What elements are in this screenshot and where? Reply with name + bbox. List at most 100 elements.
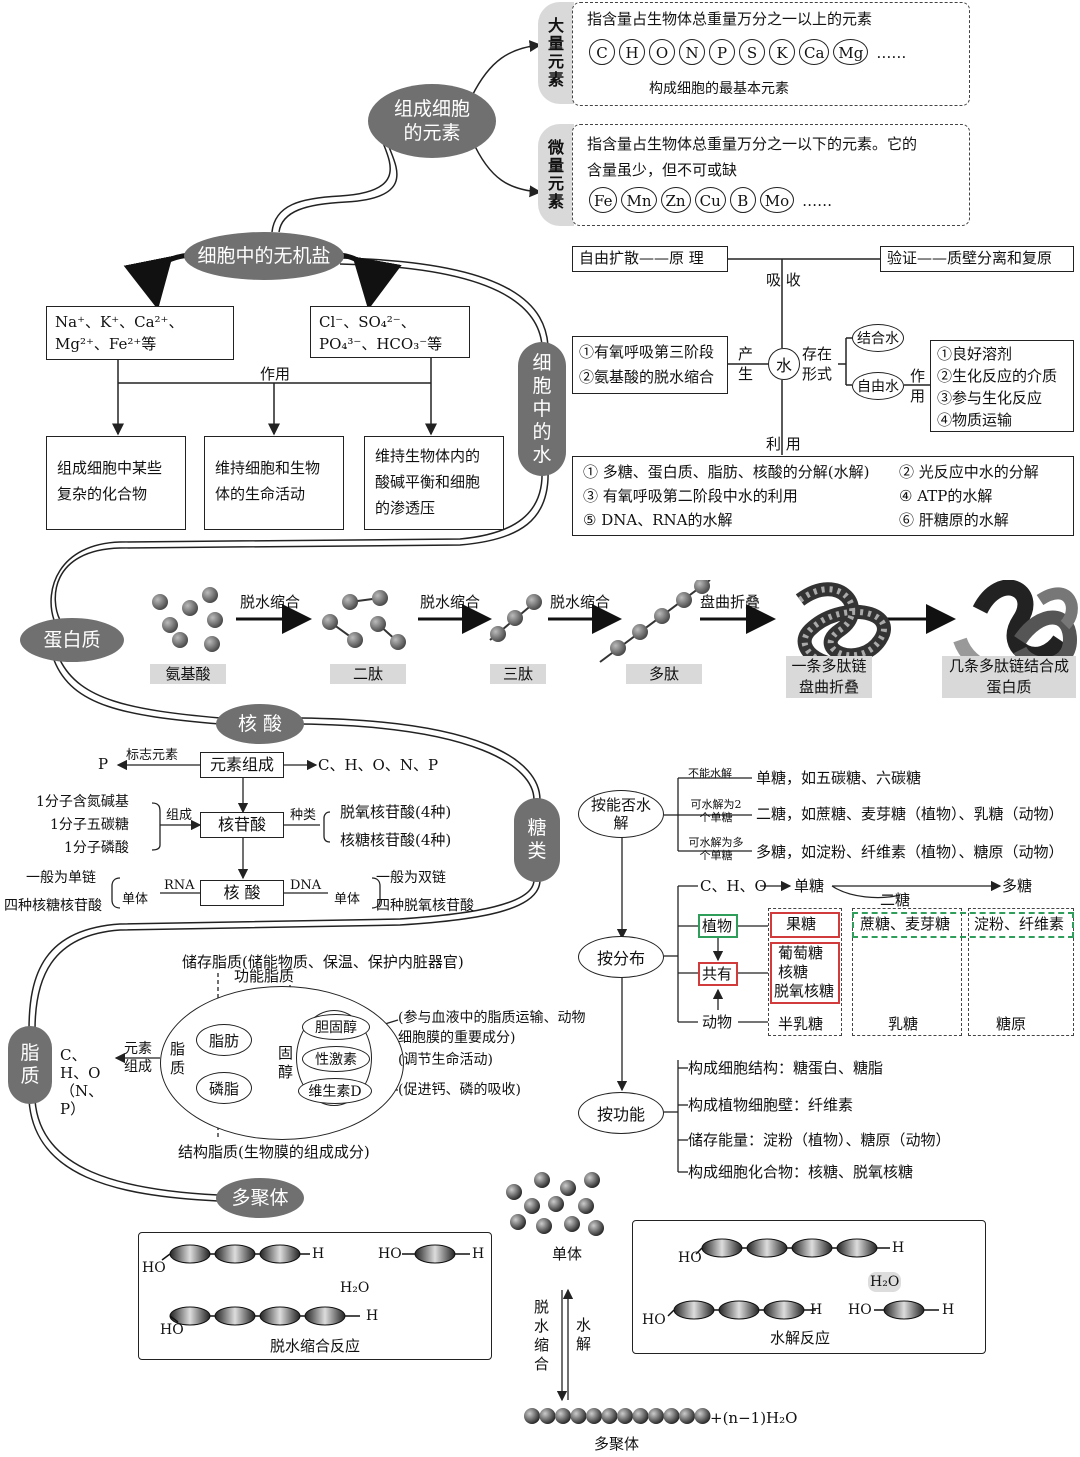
element-o: O [649, 39, 675, 65]
folded-chain [795, 582, 891, 672]
salt-role-label: 作用 [260, 365, 291, 383]
sugar-node: 糖类 [514, 798, 560, 882]
ho-5: HO [642, 1312, 666, 1328]
basic-element-note: 构成细胞的最基本元素 [649, 81, 789, 97]
water-in: H₂O [868, 1272, 902, 1292]
salt-node-label: 细胞中的无机盐 [197, 245, 331, 267]
use-label: 利 用 [766, 435, 801, 453]
hydrolysis-label: 水解反应 [770, 1329, 831, 1347]
element-p: P [709, 39, 735, 65]
deoxy-nucleotide: 脱氧核苷酸(4种) [340, 803, 452, 821]
polymer-unit [663, 1408, 680, 1424]
dipeptide-shape [329, 597, 399, 643]
water-role-4: ④物质运输 [937, 411, 1013, 429]
water-node-label: 细胞中的水 [532, 351, 552, 466]
ellipsis: …… [802, 192, 833, 210]
element-c: C [589, 39, 615, 65]
poly-sugar-item: 多糖，如淀粉、纤维素（植物）、糖原（动物） [756, 843, 1064, 861]
polymer-chain [524, 1408, 711, 1424]
dna-chain: 一般为双链 [376, 870, 446, 886]
nucleotide-part-2: 1分子五碳糖 [50, 817, 129, 833]
common-3: 脱氧核糖 [774, 982, 835, 1000]
water-source-2: ②氨基酸的脱水缩合 [579, 368, 715, 386]
animal-mono: 半乳糖 [778, 1015, 824, 1033]
polymer-unit [524, 1408, 540, 1424]
di-column [852, 908, 962, 1036]
polymer-label: 多聚体 [594, 1435, 640, 1453]
produce-label: 产 生 [738, 345, 754, 383]
dna-unit: 四种脱氧核苷酸 [376, 898, 474, 914]
phospholipid-label: 磷脂 [208, 1079, 239, 1098]
lipid-element-label: 元素组成 [124, 1041, 152, 1075]
nucleic-acid-box: 核 酸 [200, 880, 284, 906]
diffusion-text: 自由扩散——原 理 [579, 249, 704, 267]
absorb-label: 吸 收 [766, 271, 801, 289]
poly-column [968, 908, 1074, 1036]
dipeptide-label: 二肽 [330, 664, 406, 684]
polymer-unit [632, 1408, 649, 1424]
nucleic-acid-text: 核 酸 [223, 883, 261, 902]
salt-function-3-text: 维持生物体内的酸碱平衡和细胞的渗透压 [375, 447, 481, 517]
by-function-label: 按功能 [596, 1105, 645, 1124]
ho-2: HO [378, 1246, 402, 1262]
nucleotide-part-3: 1分子磷酸 [64, 840, 129, 856]
protein-step-3: 脱水缩合 [550, 593, 611, 611]
plant-poly: 淀粉、纤维素 [974, 915, 1065, 933]
single-chain-label: 一条多肽链盘曲折叠 [786, 656, 872, 698]
animal-di: 乳糖 [888, 1015, 919, 1033]
water-use-1: ① 多糖、蛋白质、脂肪、核酸的分解(水解) [583, 463, 870, 481]
plant-box [698, 914, 738, 938]
common-items-box [770, 942, 840, 1004]
plant-row-box [852, 912, 1074, 938]
phospholipid-node: 磷脂 [196, 1072, 252, 1104]
monomer-label: 单体 [552, 1245, 583, 1263]
water-role-box: ①良好溶剂 ②生化反应的介质 ③参与生化反应 ④物质运输 [930, 340, 1074, 432]
h-3: H [366, 1308, 379, 1324]
protein-node-label: 蛋白质 [43, 629, 101, 651]
nucleic-elements: C、H、O、N、P [318, 756, 439, 774]
fat-node: 脂肪 [196, 1024, 252, 1056]
water-center: 水 [768, 348, 800, 380]
condensation-diagram [161, 1244, 470, 1326]
salt-function-2-text: 维持细胞和生物体的生命活动 [215, 459, 321, 503]
sugar-function-3: 储存能量：淀粉（植物）、糖原（动物） [688, 1131, 951, 1149]
h-6: H [942, 1302, 955, 1318]
water-released: +(n−1)H₂O [710, 1409, 798, 1427]
hydrolyze-direction: 水解 [576, 1316, 592, 1353]
plant-di: 蔗糖、麦芽糖 [860, 915, 951, 933]
water-source-1: ①有氧呼吸第三阶段 [579, 343, 715, 361]
lipid-node: 脂质 [8, 1026, 52, 1104]
diffusion-box: 自由扩散——原 理 [572, 246, 728, 272]
nucleic-node-label: 核 酸 [237, 713, 283, 735]
sex-hormone-label: 性激素 [315, 1052, 357, 1068]
water-out: H₂O [340, 1280, 370, 1296]
composition-box: 元素组成 [200, 752, 284, 778]
protein-fold-label: 盘曲折叠 [700, 593, 761, 611]
lipid-node-label: 脂质 [20, 1042, 40, 1087]
bound-water: 结合水 [852, 324, 904, 352]
element-ca: Ca [799, 39, 830, 65]
polymer-unit [570, 1408, 587, 1424]
element-n: N [679, 39, 705, 65]
water-use-6: ⑥ 肝糖原的水解 [899, 511, 1009, 529]
rna-label: RNA [164, 878, 195, 893]
by-distribution-label: 按分布 [596, 949, 645, 968]
mono-sugar-item: 单糖，如五碳糖、六碳糖 [756, 769, 922, 787]
cholesterol-role: (参与血液中的脂质运输、动物细胞膜的重要成分) [398, 1010, 586, 1046]
plant-label: 植物 [702, 917, 733, 935]
by-distribution-node: 按分布 [578, 936, 664, 978]
h-4: H [892, 1240, 905, 1256]
anions-text: Cl⁻、SO₄²⁻、PO₄³⁻、HCO₃⁻等 [319, 313, 443, 353]
common-2: 核糖 [778, 963, 809, 981]
condensation-label: 脱水缩合反应 [270, 1337, 361, 1355]
polymer-unit [539, 1408, 556, 1424]
trace-elements-tab: 微量元素 [538, 124, 574, 226]
element-mo: Mo [759, 187, 795, 213]
animal-poly: 糖原 [996, 1015, 1027, 1033]
polymer-unit [648, 1408, 664, 1424]
hydrolysis-diagram [667, 1238, 939, 1320]
polymer-unit [617, 1408, 633, 1424]
rna-monomer-label: 单体 [122, 892, 149, 907]
